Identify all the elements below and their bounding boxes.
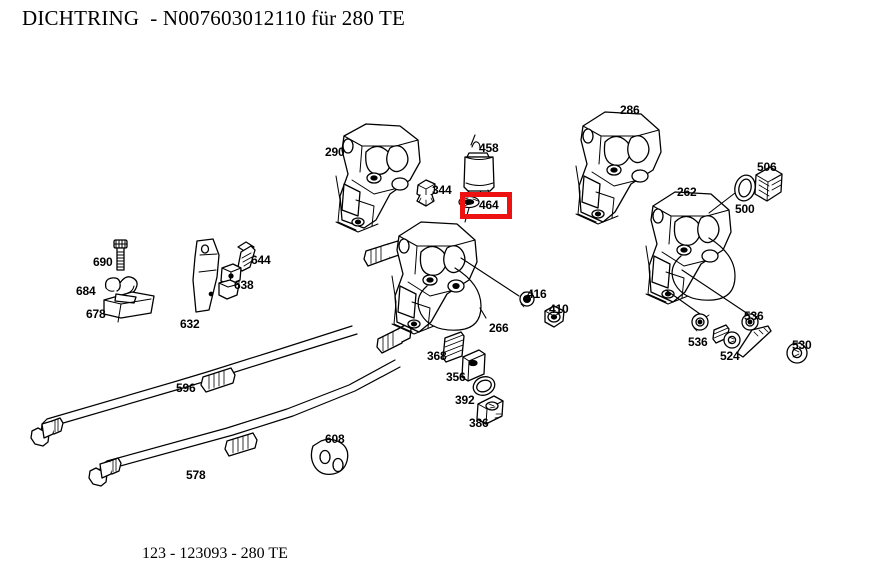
callout-596: 596	[176, 381, 196, 395]
callout-536-a: 536	[688, 335, 708, 349]
part-392-ring	[472, 376, 496, 396]
callout-262: 262	[677, 185, 697, 199]
part-690-bolt	[113, 239, 128, 271]
callout-536-b: 536	[744, 309, 764, 323]
part-290-housing	[335, 123, 421, 233]
callout-344: 344	[432, 183, 452, 197]
callout-500: 500	[735, 202, 755, 216]
part-578-hose	[88, 323, 412, 487]
part-262-housing	[645, 191, 736, 305]
callout-464: 464	[479, 198, 499, 212]
callout-416: 416	[527, 287, 547, 301]
part-536b-washer	[741, 313, 760, 331]
part-344-fitting	[416, 179, 436, 207]
callout-266: 266	[489, 321, 509, 335]
part-536a-washer	[691, 313, 710, 332]
callout-386: 386	[469, 416, 489, 430]
callout-608: 608	[325, 432, 345, 446]
part-644-bolt	[237, 241, 256, 272]
callout-530: 530	[792, 338, 812, 352]
part-464-sealing-ring	[458, 195, 480, 223]
callout-632: 632	[180, 317, 200, 331]
callout-638: 638	[234, 278, 254, 292]
part-266-filter-housing	[391, 221, 482, 335]
leader-lines	[460, 134, 749, 319]
callout-678: 678	[86, 307, 106, 321]
callout-410: 410	[549, 302, 569, 316]
part-506-bushing	[754, 166, 783, 202]
part-458-cartridge	[463, 141, 495, 197]
page-title: DICHTRING - N007603012110 für 280 TE	[22, 6, 406, 30]
callout-578: 578	[186, 468, 206, 482]
part-524-bolt	[712, 324, 741, 349]
callout-286: 286	[620, 103, 640, 117]
part-356-sleeve	[461, 349, 486, 382]
callout-356: 356	[446, 370, 466, 384]
callout-290: 290	[325, 145, 345, 159]
callout-392: 392	[455, 393, 475, 407]
part-638-bushing	[218, 263, 242, 300]
callout-458: 458	[479, 141, 499, 155]
part-596-hose	[30, 240, 402, 447]
part-530-bolt	[736, 325, 808, 364]
callout-368: 368	[427, 349, 447, 363]
part-632-bracket	[192, 238, 220, 313]
part-608-grommet	[310, 438, 349, 475]
part-286-housing	[575, 111, 662, 225]
page-footer-caption: 123 - 123093 - 280 TE	[142, 545, 288, 562]
callout-506: 506	[757, 160, 777, 174]
part-416-washer	[519, 291, 535, 308]
part-410-nut	[544, 305, 565, 328]
callout-684: 684	[76, 284, 96, 298]
part-500-seal-ring	[734, 174, 756, 202]
callout-644: 644	[251, 253, 271, 267]
part-684-clip	[104, 276, 138, 295]
part-368-spring	[442, 331, 465, 363]
callout-690: 690	[93, 255, 113, 269]
part-678-bracket	[103, 291, 155, 323]
part-386-cap	[476, 395, 504, 425]
callout-524: 524	[720, 349, 740, 363]
